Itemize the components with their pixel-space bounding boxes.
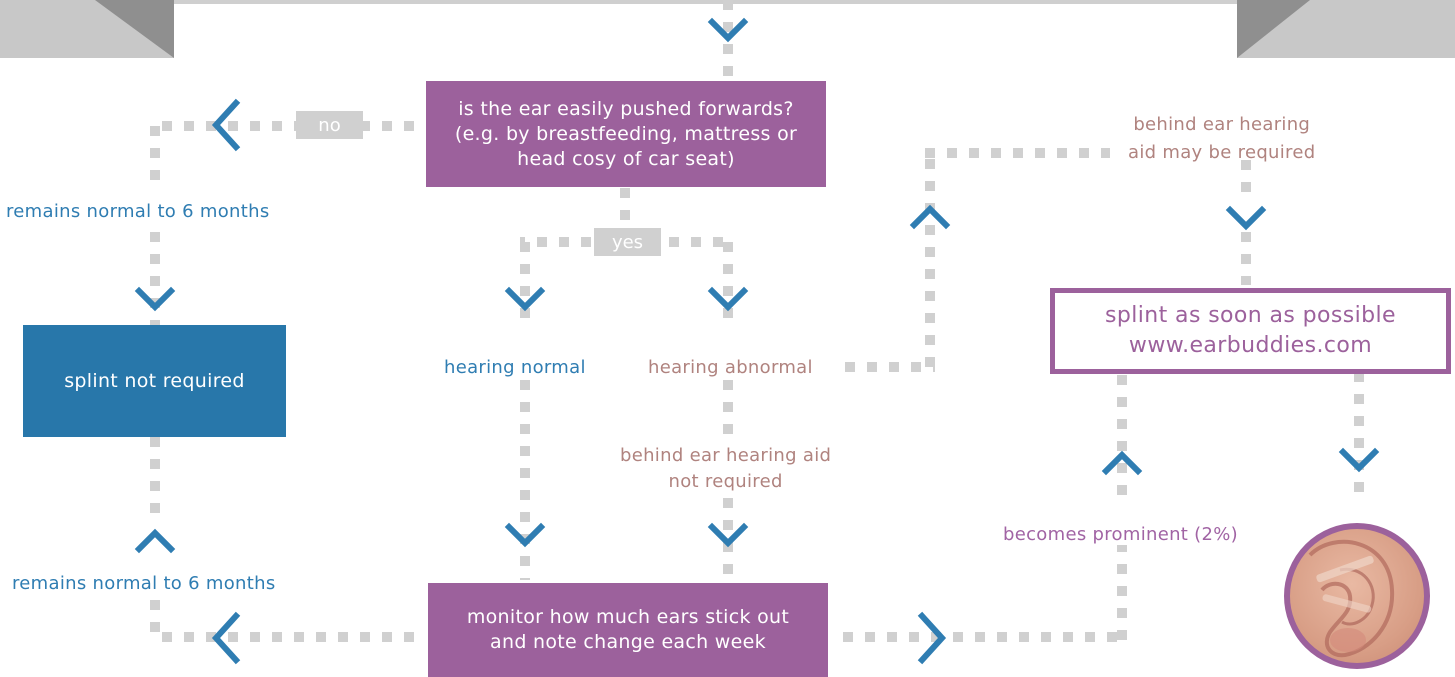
remains-normal-label-bottom: remains normal to 6 months <box>12 573 276 594</box>
chevron-down-icon <box>504 286 546 312</box>
corner-ribbon-right <box>1237 0 1455 58</box>
chevron-down-icon <box>707 286 749 312</box>
chevron-down-icon <box>707 522 749 548</box>
remains-normal-label-top: remains normal to 6 months <box>6 201 270 222</box>
becomes-prominent-label: becomes prominent (2%) <box>1003 524 1238 545</box>
aid-not-required-label: behind ear hearing aid not required <box>620 445 832 492</box>
aid-may-be-required-label: behind ear hearing aid may be required <box>1128 114 1316 163</box>
chevron-down-icon <box>1225 205 1267 231</box>
splint-not-required-node: splint not required <box>23 325 286 437</box>
chevron-left-icon <box>211 611 241 665</box>
monitor-text: monitor how much ears stick out and note… <box>466 606 790 653</box>
chevron-right-icon <box>917 611 947 665</box>
splint-asap-text: splint as soon as possible <box>1105 303 1396 328</box>
chevron-up-icon <box>1101 450 1143 476</box>
monitor-node: monitor how much ears stick out and note… <box>428 583 828 677</box>
yes-tag: yes <box>594 228 661 256</box>
no-tag: no <box>296 111 363 139</box>
chevron-left-icon <box>211 98 241 152</box>
hearing-normal-label: hearing normal <box>444 357 586 378</box>
chevron-down-icon <box>134 286 176 312</box>
chevron-down-icon <box>504 522 546 548</box>
chevron-down-icon <box>1338 447 1380 473</box>
earbuddies-link[interactable]: www.earbuddies.com <box>1128 333 1373 358</box>
ear-photo <box>1284 523 1430 669</box>
hearing-abnormal-label: hearing abnormal <box>648 357 813 378</box>
question-text: is the ear easily pushed forwards? (e.g.… <box>454 97 798 170</box>
splint-not-required-text: splint not required <box>64 369 245 392</box>
chevron-up-icon <box>909 204 951 230</box>
dotted-connectors <box>150 0 1364 642</box>
chevron-up-icon <box>134 528 176 554</box>
question-node: is the ear easily pushed forwards? (e.g.… <box>426 81 826 187</box>
splint-asap-node: splint as soon as possible www.earbuddie… <box>1050 288 1451 374</box>
corner-ribbon-left <box>0 0 174 58</box>
chevron-down-icon <box>707 17 749 43</box>
